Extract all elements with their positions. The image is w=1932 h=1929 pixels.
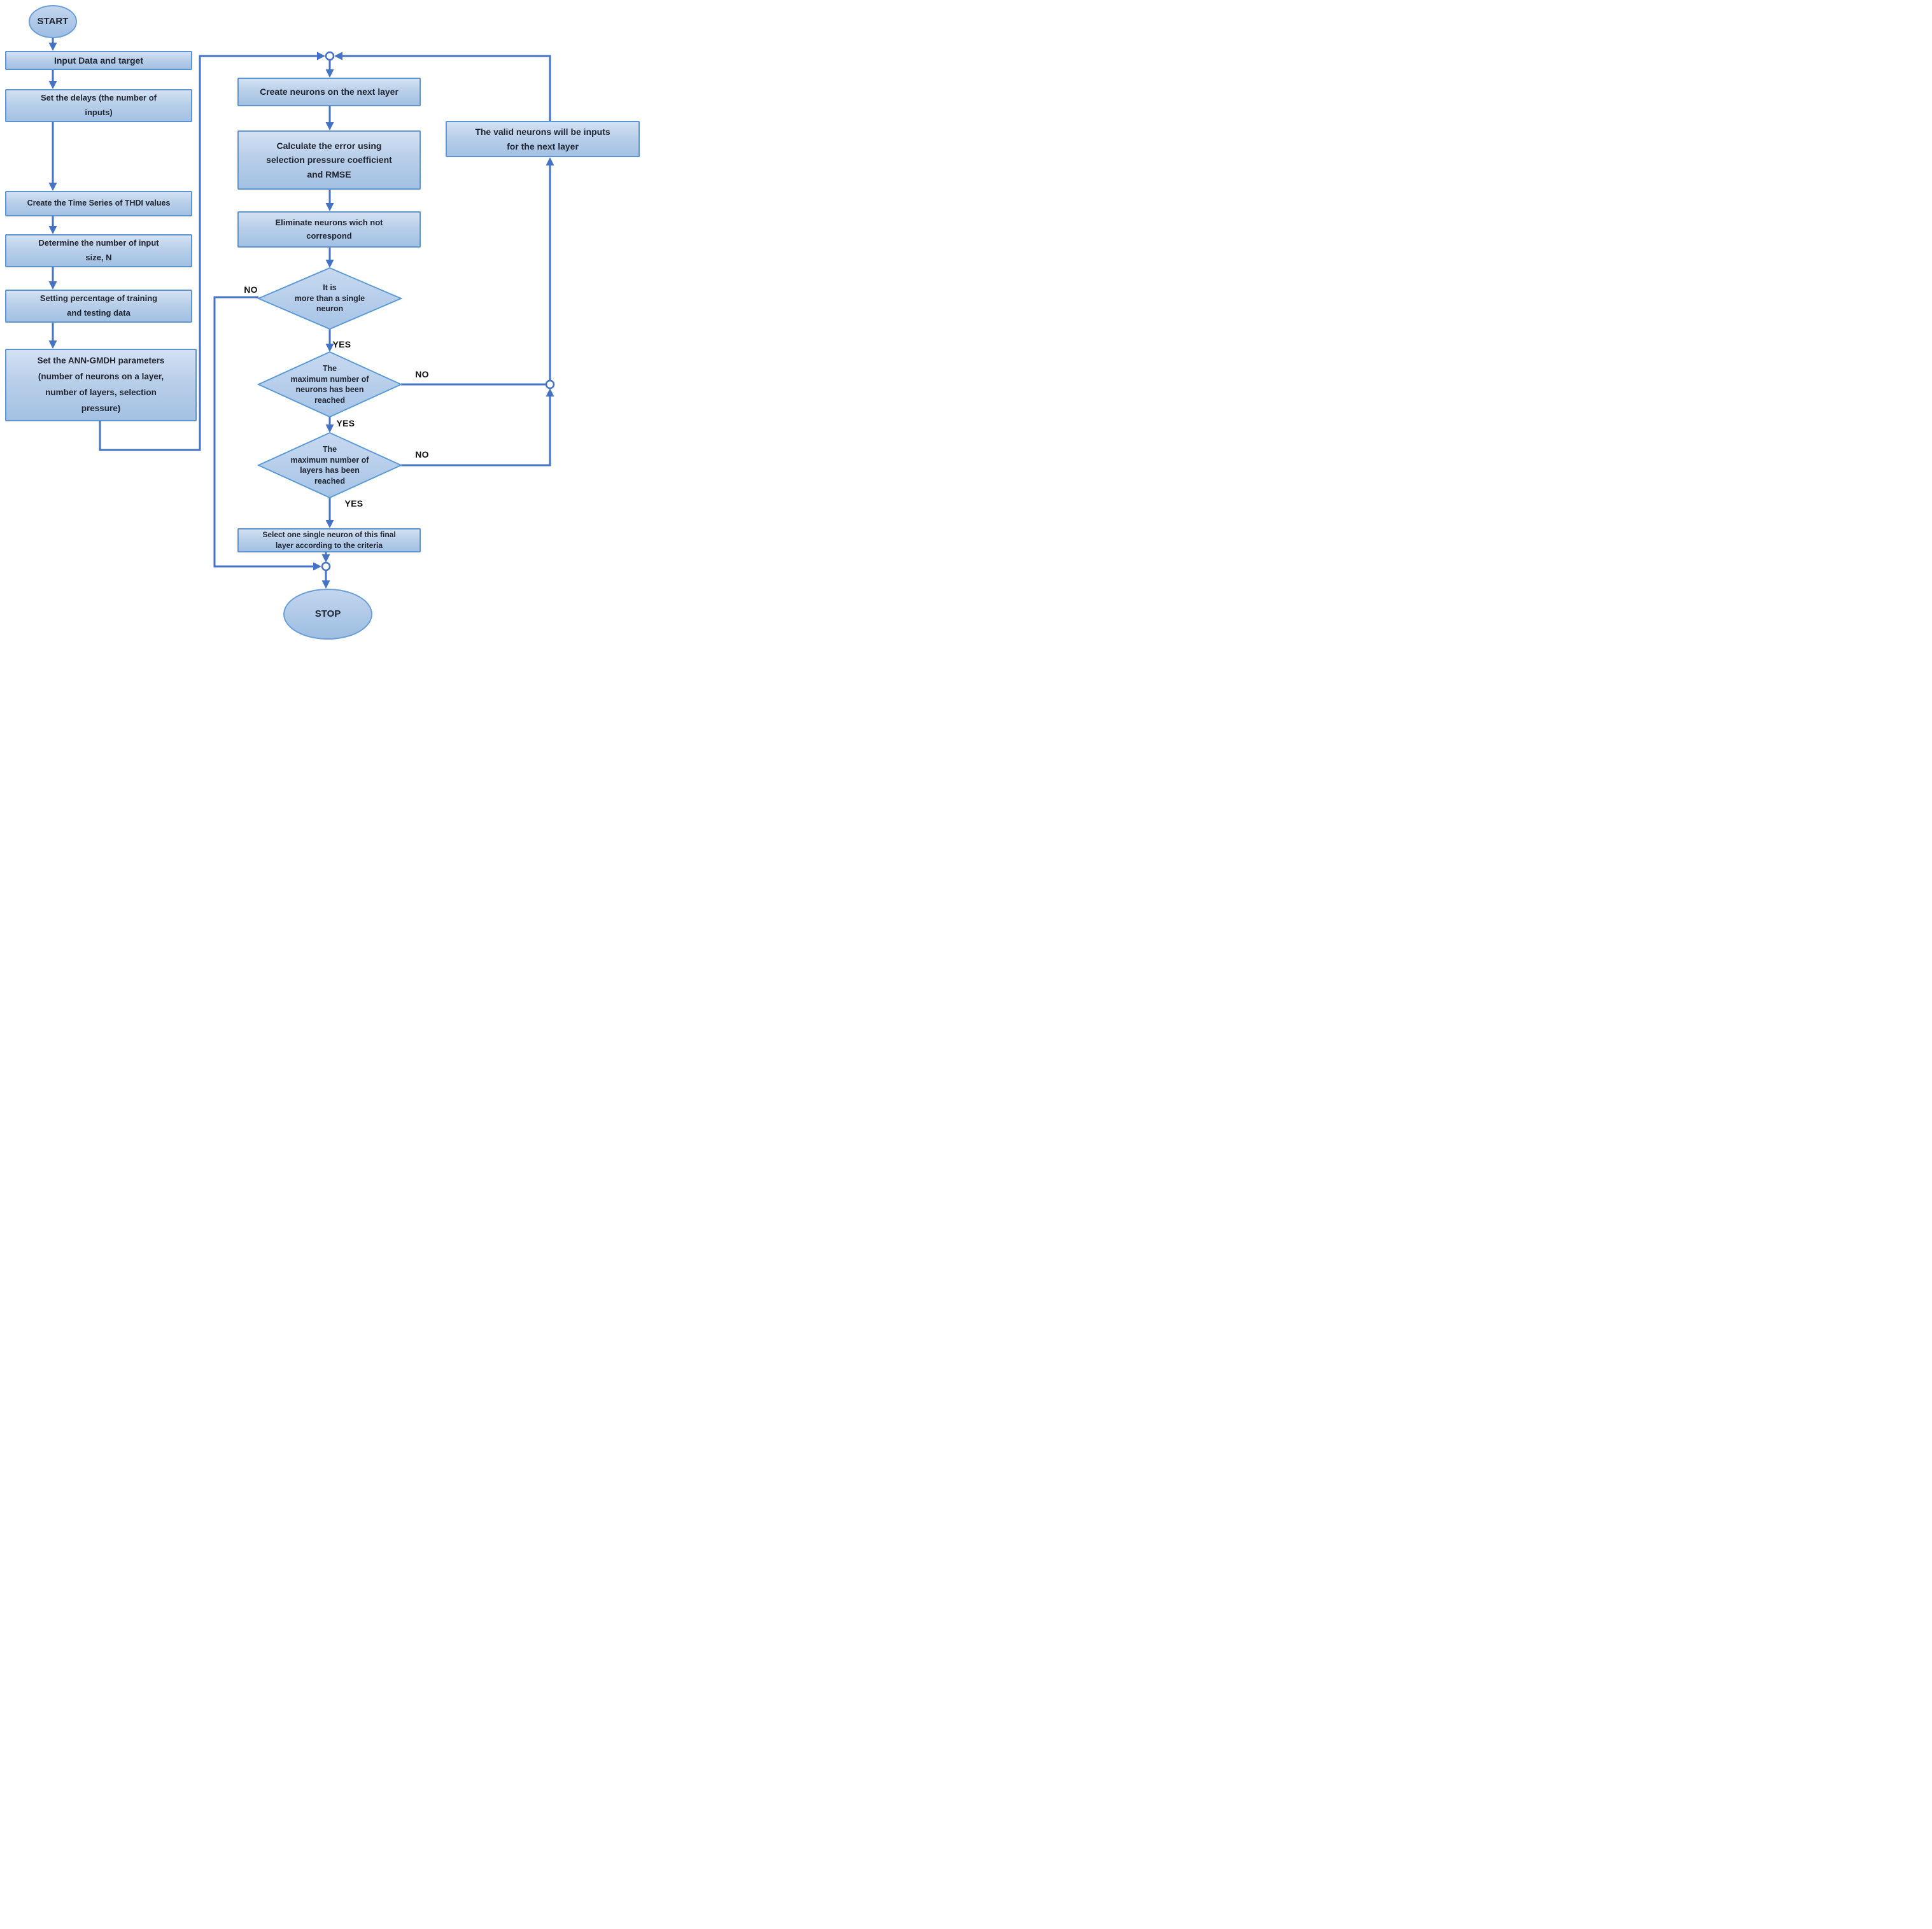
box-create-time-series: Create the Time Series of THDI values bbox=[5, 191, 192, 216]
arrowhead-down-bottom-junction bbox=[321, 554, 330, 563]
diamond-more-than-single-neuron bbox=[257, 267, 403, 330]
box-select-single-neuron: Select one single neuron of this final l… bbox=[237, 528, 421, 552]
box-create-neurons-next-layer: Create neurons on the next layer bbox=[237, 78, 421, 106]
connector-valid-box-to-top-junction bbox=[341, 55, 551, 121]
arrowhead-right-into-bottom-junction bbox=[313, 562, 321, 571]
edge-label-yes-max-neurons: YES bbox=[336, 418, 355, 428]
box-calculate-error: Calculate the error using selection pres… bbox=[237, 130, 421, 190]
arrowhead-left-into-top-junction bbox=[334, 52, 342, 60]
stop-ellipse bbox=[283, 589, 372, 640]
start-ellipse bbox=[29, 5, 77, 38]
arrowhead-right-into-top-junction bbox=[317, 52, 325, 60]
box-setting-percentage: Setting percentage of training and testi… bbox=[5, 290, 192, 323]
diamond-label-max-layers: The maximum number of layers has been re… bbox=[290, 445, 369, 486]
start-label: START bbox=[37, 16, 69, 27]
stop-label: STOP bbox=[314, 608, 341, 620]
diamond-max-layers-reached bbox=[257, 431, 403, 499]
right-junction-circle bbox=[545, 379, 555, 389]
box-set-delays: Set the delays (the number of inputs) bbox=[5, 89, 192, 122]
edge-label-no-max-layers: NO bbox=[415, 449, 429, 459]
diamond-label-max-neurons: The maximum number of neurons has been r… bbox=[290, 364, 369, 405]
arrowhead-down-percentage bbox=[48, 281, 57, 290]
flowchart-wires-layer bbox=[29, 5, 555, 640]
arrowhead-down-params bbox=[48, 340, 57, 349]
connector-single-no-to-bottom-junction bbox=[213, 296, 314, 568]
box-set-ann-gmdh-parameters: Set the ANN-GMDH parameters (number of n… bbox=[5, 349, 197, 421]
box-input-data: Input Data and target bbox=[5, 51, 192, 70]
edge-label-yes-single: YES bbox=[332, 339, 351, 349]
arrowhead-down-single-decision bbox=[325, 260, 334, 268]
arrowhead-up-into-right-junction bbox=[546, 388, 554, 396]
arrowhead-down-stop bbox=[321, 580, 330, 589]
flowchart-canvas: Input Data and target Set the delays (th… bbox=[0, 0, 644, 643]
arrowhead-up-into-valid-box bbox=[546, 157, 554, 165]
arrowhead-down-eliminate bbox=[325, 203, 334, 211]
box-determine-input-size: Determine the number of input size, N bbox=[5, 234, 192, 267]
top-junction-circle bbox=[325, 51, 335, 61]
arrowhead-down-series bbox=[48, 183, 57, 191]
connector-params-to-top-junction bbox=[99, 55, 318, 451]
arrowhead-down-select bbox=[325, 520, 334, 528]
edge-label-no-max-neurons: NO bbox=[415, 369, 429, 379]
diamond-label-more-than-single-neuron: It is more than a single neuron bbox=[294, 283, 365, 314]
arrowhead-down-delays bbox=[48, 81, 57, 89]
connector-layers-no-to-right-junction bbox=[401, 395, 551, 466]
arrowhead-down-determine bbox=[48, 226, 57, 234]
box-eliminate-neurons: Eliminate neurons wich not correspond bbox=[237, 211, 421, 248]
edge-label-yes-max-layers: YES bbox=[344, 498, 363, 509]
arrowhead-down-calc-error bbox=[325, 122, 334, 130]
arrowhead-down-create-neurons bbox=[325, 69, 334, 78]
arrowhead-down-input bbox=[48, 43, 57, 51]
arrowhead-down-max-neurons bbox=[325, 344, 334, 352]
diamond-max-neurons-reached bbox=[257, 351, 403, 418]
arrowhead-down-max-layers bbox=[325, 424, 334, 433]
box-valid-neurons-next-layer: The valid neurons will be inputs for the… bbox=[446, 121, 640, 157]
bottom-junction-circle bbox=[321, 561, 331, 572]
edge-label-no-single: NO bbox=[244, 284, 258, 295]
